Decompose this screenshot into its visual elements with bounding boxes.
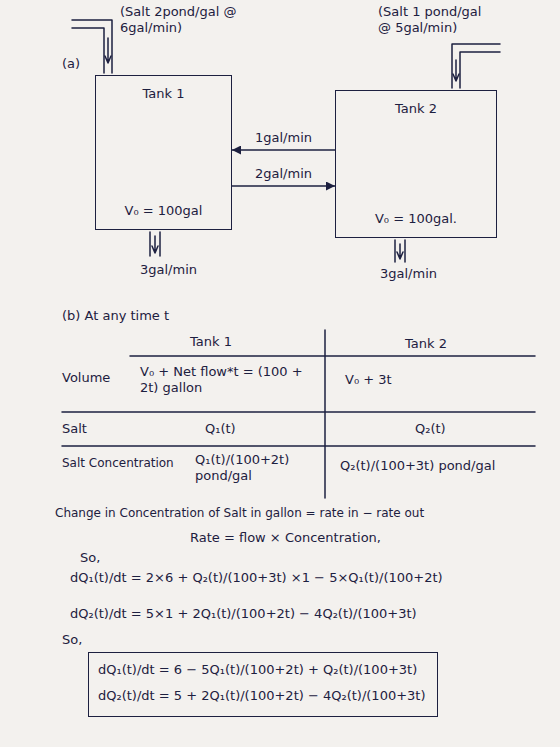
flow-arrow (232, 149, 335, 151)
ink-lines (62, 20, 535, 498)
flow-arrow (232, 185, 335, 187)
tank-name: Tank 1 (143, 86, 185, 102)
flow-arrow (453, 60, 459, 81)
table-rule (62, 445, 535, 447)
equation: dQ₂(t)/dt = 5×1 + 2Q₁(t)/(100+2t) − 4Q₂(… (70, 606, 417, 622)
table-cell: Q₁(t)/(100+2t) pond/gal (195, 452, 320, 485)
equation: dQ₂(t)/dt = 5 + 2Q₁(t)/(100+2t) − 4Q₂(t)… (98, 688, 426, 704)
table-header: Tank 2 (405, 336, 447, 352)
table-cell: Q₂(t)/(100+3t) pond/gal (340, 458, 495, 474)
table-cell: Q₁(t) (205, 421, 236, 437)
outflow-rate: 3gal/min (380, 266, 437, 282)
table-cell: V₀ + 3t (345, 372, 392, 388)
volume-note: V₀ = 100gal. (375, 211, 457, 227)
volume-note: V₀ = 100gal (125, 203, 203, 219)
note: So, (62, 632, 82, 648)
note: Rate = flow × Concentration, (190, 530, 381, 546)
inflow-note: (Salt 1 pond/gal @ 5gal/min) (378, 4, 496, 37)
outlet-pipe (149, 232, 151, 256)
flow-arrow (397, 244, 403, 259)
flow-rate: 2gal/min (252, 166, 315, 182)
table-rule (130, 355, 535, 357)
table-cell: V₀ + Net flow*t = (100 + 2t) gallon (140, 364, 320, 397)
outflow-rate: 3gal/min (140, 262, 197, 278)
row-header: Salt Concentration (62, 456, 174, 471)
equation: dQ₁(t)/dt = 2×6 + Q₂(t)/(100+3t) ×1 − 5×… (70, 570, 443, 586)
table-rule (324, 330, 326, 498)
tank-box: Tank 2 V₀ = 100gal. (335, 90, 497, 238)
result-box: dQ₁(t)/dt = 6 − 5Q₁(t)/(100+2t) + Q₂(t)/… (88, 652, 438, 717)
table-cell: Q₂(t) (415, 421, 446, 437)
outlet-pipe (404, 240, 406, 262)
flow-arrow (152, 236, 158, 253)
note: Change in Concentration of Salt in gallo… (55, 506, 424, 521)
row-header: Volume (62, 370, 110, 386)
tank-box: Tank 1 V₀ = 100gal (95, 75, 232, 230)
flow-rate: 1gal/min (252, 130, 315, 146)
table-header: Tank 1 (190, 334, 232, 350)
flow-arrow (105, 38, 111, 63)
inflow-note: (Salt 2pond/gal @ 6gal/min) (120, 4, 242, 37)
equation: dQ₁(t)/dt = 6 − 5Q₁(t)/(100+2t) + Q₂(t)/… (98, 662, 417, 678)
part-letter: (a) (62, 56, 80, 72)
row-header: Salt (62, 421, 87, 437)
table-rule (62, 411, 535, 413)
outlet-pipe (394, 240, 396, 262)
inlet-pipe (452, 44, 500, 88)
outlet-pipe (159, 232, 161, 256)
inlet-pipe (460, 52, 500, 88)
part-heading: (b) At any time t (62, 308, 169, 324)
tank-name: Tank 2 (395, 101, 437, 117)
note: So, (80, 550, 100, 566)
